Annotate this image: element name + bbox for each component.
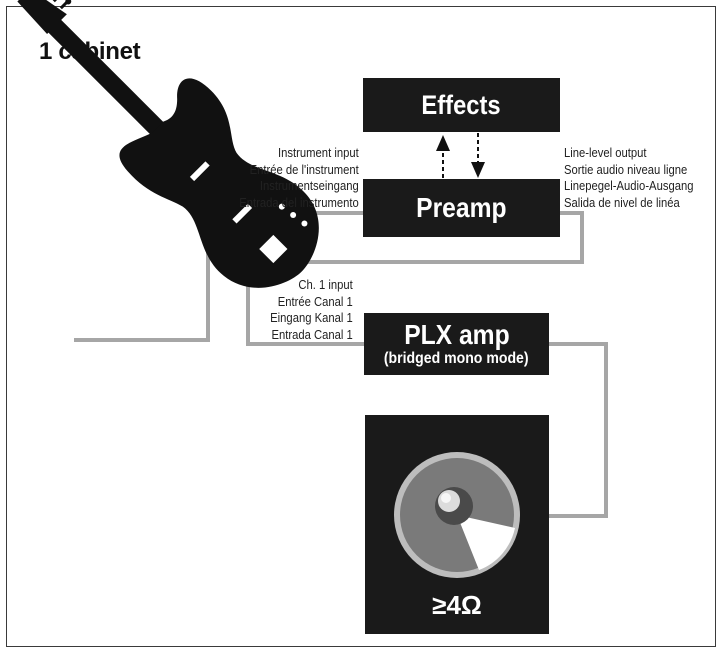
speaker-cabinet — [365, 415, 549, 634]
plx-amp-mode: (bridged mono mode) — [384, 350, 529, 367]
plx-amp-label: PLX amp — [403, 319, 510, 350]
line-output-en: Line-level output — [564, 146, 647, 160]
instrument-input-fr: Entrée de l'instrument — [249, 162, 359, 177]
cabinet-impedance: ≥4Ω — [432, 590, 482, 620]
diagram-frame — [6, 6, 716, 647]
ch1-input-en: Ch. 1 input — [298, 278, 353, 292]
send-arrowhead — [436, 135, 450, 151]
amp-to-cabinet-cable — [549, 342, 608, 518]
line-output-de: Linepegel-Audio-Ausgang — [564, 179, 694, 193]
instrument-input-es: Entrada del instrumento — [239, 195, 359, 210]
effects-label: Effects — [421, 89, 502, 120]
guitar-body — [119, 78, 319, 288]
guitar-bridge — [259, 234, 288, 264]
bass-guitar-icon — [17, 0, 319, 288]
plx-amp-box: PLX amp (bridged mono mode) — [364, 313, 549, 375]
ch1-input-de: Eingang Kanal 1 — [270, 311, 353, 325]
instrument-input-labels: Instrument input Entrée de l'instrument … — [240, 145, 359, 211]
line-output-fr: Sortie audio niveau ligne — [564, 162, 688, 177]
effects-box: Effects — [363, 78, 560, 132]
guitar-neck — [47, 18, 171, 142]
guitar-pickup-1 — [189, 161, 210, 182]
ch1-input-labels: Ch. 1 input Entrée Canal 1 Eingang Kanal… — [270, 277, 353, 343]
ch1-input-es: Entrada Canal 1 — [271, 327, 353, 342]
ch1-input-fr: Entrée Canal 1 — [277, 294, 353, 309]
line-output-es: Salida de nivel de linéa — [564, 195, 680, 210]
speaker-icon — [394, 452, 520, 578]
line-level-output-labels: Line-level output Sortie audio niveau li… — [564, 145, 693, 211]
preamp-label: Preamp — [416, 192, 507, 223]
preamp-to-amp-cable — [246, 211, 584, 346]
instrument-input-en: Instrument input — [278, 146, 359, 160]
preamp-box: Preamp — [363, 179, 560, 237]
guitar-pickup-2 — [232, 203, 253, 224]
instrument-input-de: Instrumentseingang — [260, 179, 359, 193]
guitar-headstock — [17, 0, 67, 35]
effects-loop — [436, 133, 485, 178]
return-arrowhead — [471, 162, 485, 178]
